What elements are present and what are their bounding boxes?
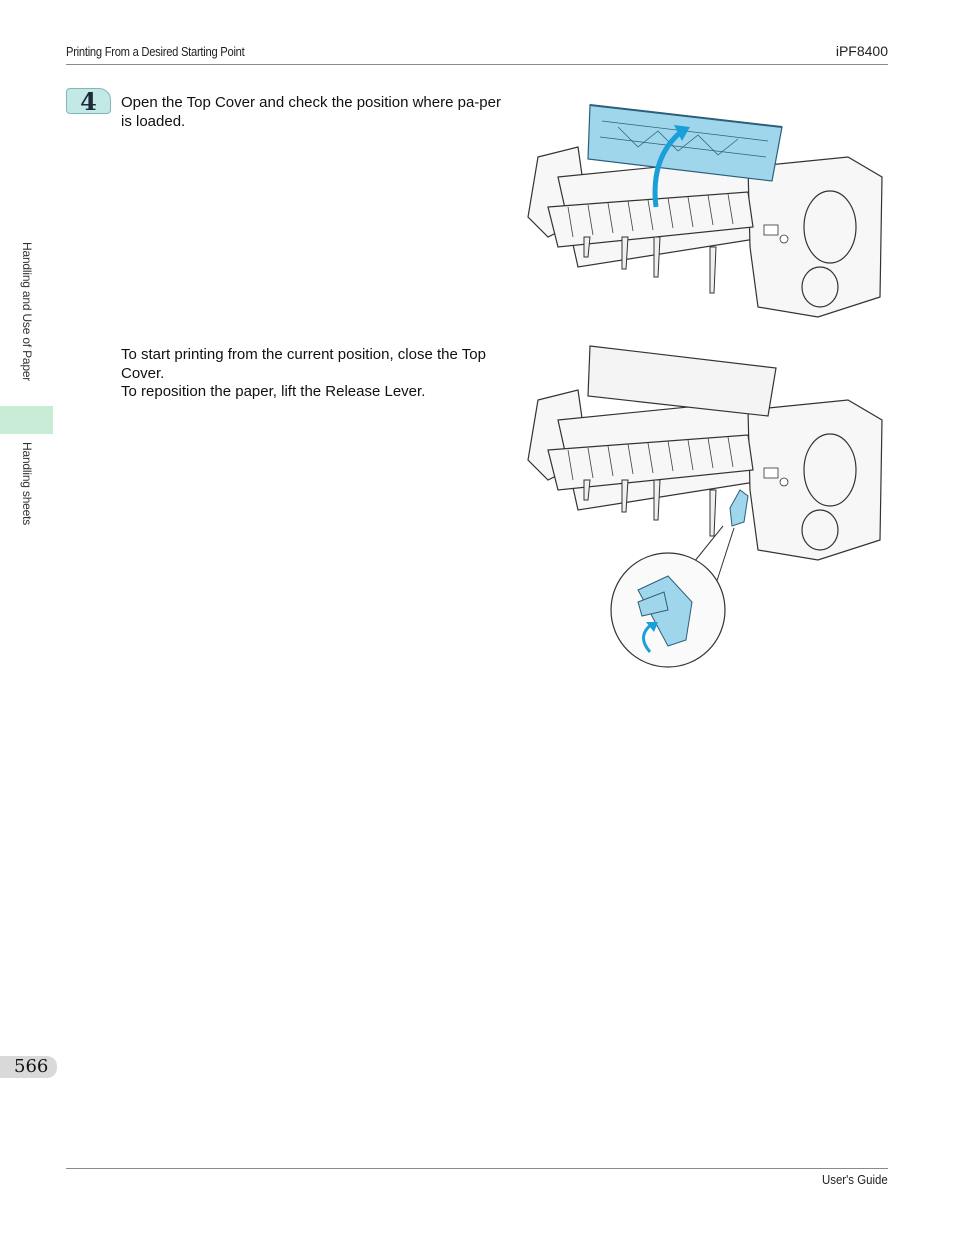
side-tab-active-marker [0,406,53,434]
step-number: 4 [80,87,97,116]
page-number: 566 [14,1056,49,1077]
printer-release-lever-illustration [527,345,883,668]
header-model-name: iPF8400 [835,43,888,59]
side-tab-section-label: Handling sheets [20,442,34,526]
page-number-tab: 566 [0,1056,57,1078]
side-tab-chapter[interactable]: Handling and Use of Paper [0,236,53,406]
step-note: To start printing from the current posit… [121,346,511,402]
footer-guide-name: User's Guide [822,1172,888,1187]
side-tab-chapter-label: Handling and Use of Paper [20,242,34,382]
footer-divider [66,1168,888,1169]
header-divider [66,64,888,65]
step-number-badge: 4 [66,87,111,116]
note-line-release-lever: To reposition the paper, lift the Releas… [121,383,426,400]
header-section-title: Printing From a Desired Starting Point [66,44,245,59]
printer-top-cover-open-illustration [527,104,883,318]
side-tab-section[interactable]: Handling sheets [0,434,53,544]
step-instruction: Open the Top Cover and check the positio… [121,94,501,130]
note-line-close-cover: To start printing from the current posit… [121,346,486,382]
